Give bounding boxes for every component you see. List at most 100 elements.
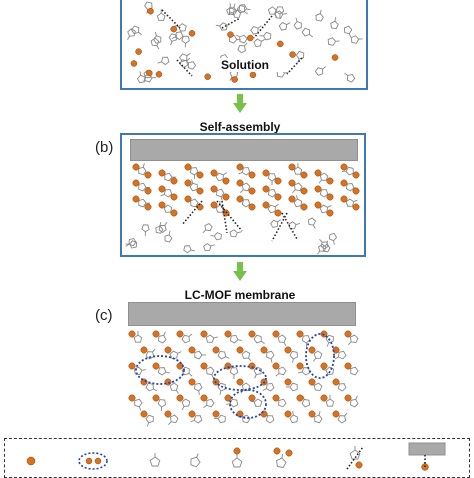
metal-node	[129, 363, 135, 369]
metal-node	[185, 196, 191, 202]
ligand-icon	[182, 36, 190, 47]
metal-node	[321, 363, 327, 369]
coordination-bond	[222, 18, 240, 28]
metal-node	[237, 347, 243, 353]
metal-node	[86, 458, 92, 464]
ligand-icon	[328, 37, 340, 46]
substrate-swatch	[409, 443, 445, 455]
metal-node	[275, 210, 281, 216]
panel-c-letter: (c)	[95, 307, 113, 324]
ligand-icon	[217, 350, 230, 362]
metal-node	[356, 462, 362, 468]
panel-b-molecules	[122, 161, 364, 255]
metal-node	[297, 331, 303, 337]
metal-node	[247, 35, 253, 41]
metal-node	[273, 363, 279, 369]
metal-node	[211, 170, 217, 176]
metal-node	[237, 164, 243, 170]
metal-node	[145, 188, 151, 194]
metal-node	[145, 172, 151, 178]
metal-node	[211, 186, 217, 192]
ligand-icon	[329, 233, 338, 245]
ligand-icon	[200, 223, 213, 236]
ligand-icon	[351, 35, 363, 44]
metal-node	[171, 178, 177, 184]
metal-node	[345, 363, 351, 369]
metal-node	[353, 204, 359, 210]
metal-node	[148, 8, 154, 14]
metal-node	[177, 331, 183, 337]
ligand-icon	[232, 454, 242, 467]
panel-c-lattice	[120, 326, 366, 428]
metal-node	[315, 170, 321, 176]
metal-node	[213, 347, 219, 353]
metal-node	[201, 395, 207, 401]
ligand-icon	[277, 334, 289, 347]
ligand-icon	[194, 383, 203, 395]
ligand-icon	[152, 31, 162, 44]
ligand-icon	[125, 240, 136, 248]
metal-node	[153, 331, 159, 337]
metal-node	[223, 194, 229, 200]
substrate-bar	[130, 139, 358, 161]
metal-node	[129, 395, 135, 401]
ligand-icon	[266, 351, 276, 364]
ligand-icon	[253, 334, 267, 347]
ligand-icon	[142, 225, 150, 236]
metal-node	[211, 202, 217, 208]
metal-node	[189, 379, 195, 385]
pore-highlight	[306, 334, 334, 378]
metal-node	[153, 395, 159, 401]
metal-node	[289, 196, 295, 202]
metal-node	[333, 379, 339, 385]
metal-node	[285, 379, 291, 385]
metal-node	[171, 194, 177, 200]
ligand-icon	[210, 232, 222, 240]
metal-node	[285, 411, 291, 417]
ligand-icon	[314, 410, 324, 423]
ligand-icon	[289, 351, 298, 363]
ligand-icon	[301, 27, 315, 40]
metal-node	[353, 188, 359, 194]
ligand-icon	[156, 56, 169, 67]
metal-node	[237, 196, 243, 202]
metal-node	[146, 70, 152, 76]
metal-node	[189, 411, 195, 417]
metal-node	[27, 457, 35, 465]
metal-node	[145, 204, 151, 210]
ligand-icon	[275, 10, 287, 19]
ligand-icon	[326, 395, 334, 406]
metal-node	[263, 202, 269, 208]
ligand-icon	[206, 333, 219, 343]
metal-node	[232, 76, 238, 82]
metal-node	[189, 30, 195, 36]
ligand-icon	[259, 32, 271, 40]
ligand-icon	[294, 51, 305, 64]
panel-a-solution-container	[120, 0, 368, 90]
metal-node	[171, 210, 177, 216]
ligand-icon	[133, 399, 144, 412]
metal-node	[136, 49, 142, 55]
metal-node	[345, 331, 351, 337]
metal-node	[277, 41, 283, 47]
ligand-icon	[179, 55, 192, 68]
ligand-icon	[236, 4, 250, 17]
metal-node	[159, 202, 165, 208]
ligand-icon	[158, 399, 167, 411]
ligand-icon	[134, 331, 142, 342]
coordination-bond	[162, 10, 180, 28]
metal-node	[133, 196, 139, 202]
metal-node	[249, 188, 255, 194]
metal-node	[333, 411, 339, 417]
metal-node	[189, 347, 195, 353]
metal-node	[225, 331, 231, 337]
panel-b-letter: (b)	[95, 139, 113, 156]
panel-a-molecules	[122, 0, 366, 88]
metal-node	[301, 172, 307, 178]
coordination-bond	[287, 58, 302, 74]
metal-node	[159, 170, 165, 176]
ligand-icon	[276, 453, 288, 467]
ligand-icon	[330, 17, 339, 29]
metal-node	[275, 194, 281, 200]
metal-node	[227, 32, 233, 38]
